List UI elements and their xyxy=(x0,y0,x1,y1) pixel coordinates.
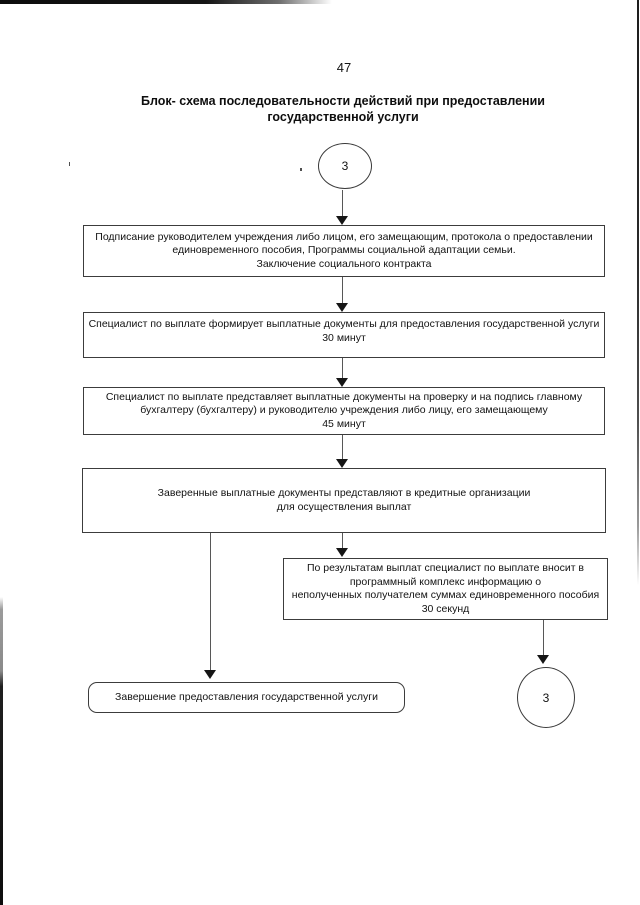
process-box-form-payment-documents: Специалист по выплате формирует выплатны… xyxy=(83,312,605,358)
box-text-line: 45 минут xyxy=(322,417,366,430)
box-text-line: для осуществления выплат xyxy=(276,500,412,513)
flow-line xyxy=(342,435,344,460)
flow-line xyxy=(342,533,344,549)
flow-line xyxy=(342,190,344,217)
box-text-line: Специалист по выплате представляет выпла… xyxy=(105,390,583,403)
arrow-down-icon xyxy=(336,459,348,468)
flow-line xyxy=(543,620,545,656)
end-connector-circle: 3 xyxy=(517,667,575,728)
flow-line xyxy=(210,533,212,671)
box-text-line: неполученных получателем суммах единовре… xyxy=(291,589,600,601)
flowchart-title: Блок- схема последовательности действий … xyxy=(83,93,603,125)
flowchart-title-line2: государственной услуги xyxy=(267,110,419,124)
flowchart-title-line1: Блок- схема последовательности действий … xyxy=(141,94,545,108)
start-connector-label: 3 xyxy=(341,159,349,173)
box-text-line: По результатам выплат специалист по выпл… xyxy=(306,562,585,574)
box-text-line: бухгалтеру (бухгалтеру) и руководителю у… xyxy=(140,404,548,417)
box-text-line: Заверенные выплатные документы представл… xyxy=(157,487,531,499)
process-box-submit-to-credit-organizations: Заверенные выплатные документы представл… xyxy=(82,468,606,533)
arrow-down-icon xyxy=(336,303,348,312)
box-text-line: Подписание руководителем учреждения либо… xyxy=(95,230,593,243)
process-box-submit-for-signature: Специалист по выплате представляет выпла… xyxy=(83,387,605,435)
scan-speck xyxy=(300,168,302,171)
end-connector-label: 3 xyxy=(542,690,550,705)
scan-artifact-right-edge xyxy=(637,0,640,585)
arrow-down-icon xyxy=(537,655,549,664)
box-text-line: Завершение предоставления государственно… xyxy=(115,690,378,703)
arrow-down-icon xyxy=(336,548,348,557)
terminator-box-service-completion: Завершение предоставления государственно… xyxy=(88,682,405,713)
scan-artifact-left-edge xyxy=(0,597,3,905)
start-connector-circle: 3 xyxy=(318,143,372,189)
arrow-down-icon xyxy=(336,216,348,225)
scan-speck xyxy=(69,162,70,166)
process-box-signing-protocol: Подписание руководителем учреждения либо… xyxy=(83,225,605,277)
box-text-line: Специалист по выплате формирует выплатны… xyxy=(88,318,600,330)
page-number: 47 xyxy=(336,60,352,75)
box-text-line: программный комплекс информацию о xyxy=(349,575,542,588)
flow-line xyxy=(342,277,344,304)
arrow-down-icon xyxy=(204,670,216,679)
flow-line xyxy=(342,358,344,379)
box-text-line: Заключение социального контракта xyxy=(256,257,432,270)
arrow-down-icon xyxy=(336,378,348,387)
box-text-line: 30 секунд xyxy=(421,602,470,615)
process-box-record-unreceived-sums: По результатам выплат специалист по выпл… xyxy=(283,558,608,620)
scan-artifact-top-edge xyxy=(0,0,332,4)
box-text-line: единовременного пособия, Программы социа… xyxy=(172,244,516,257)
box-text-line: 30 минут xyxy=(322,331,366,344)
